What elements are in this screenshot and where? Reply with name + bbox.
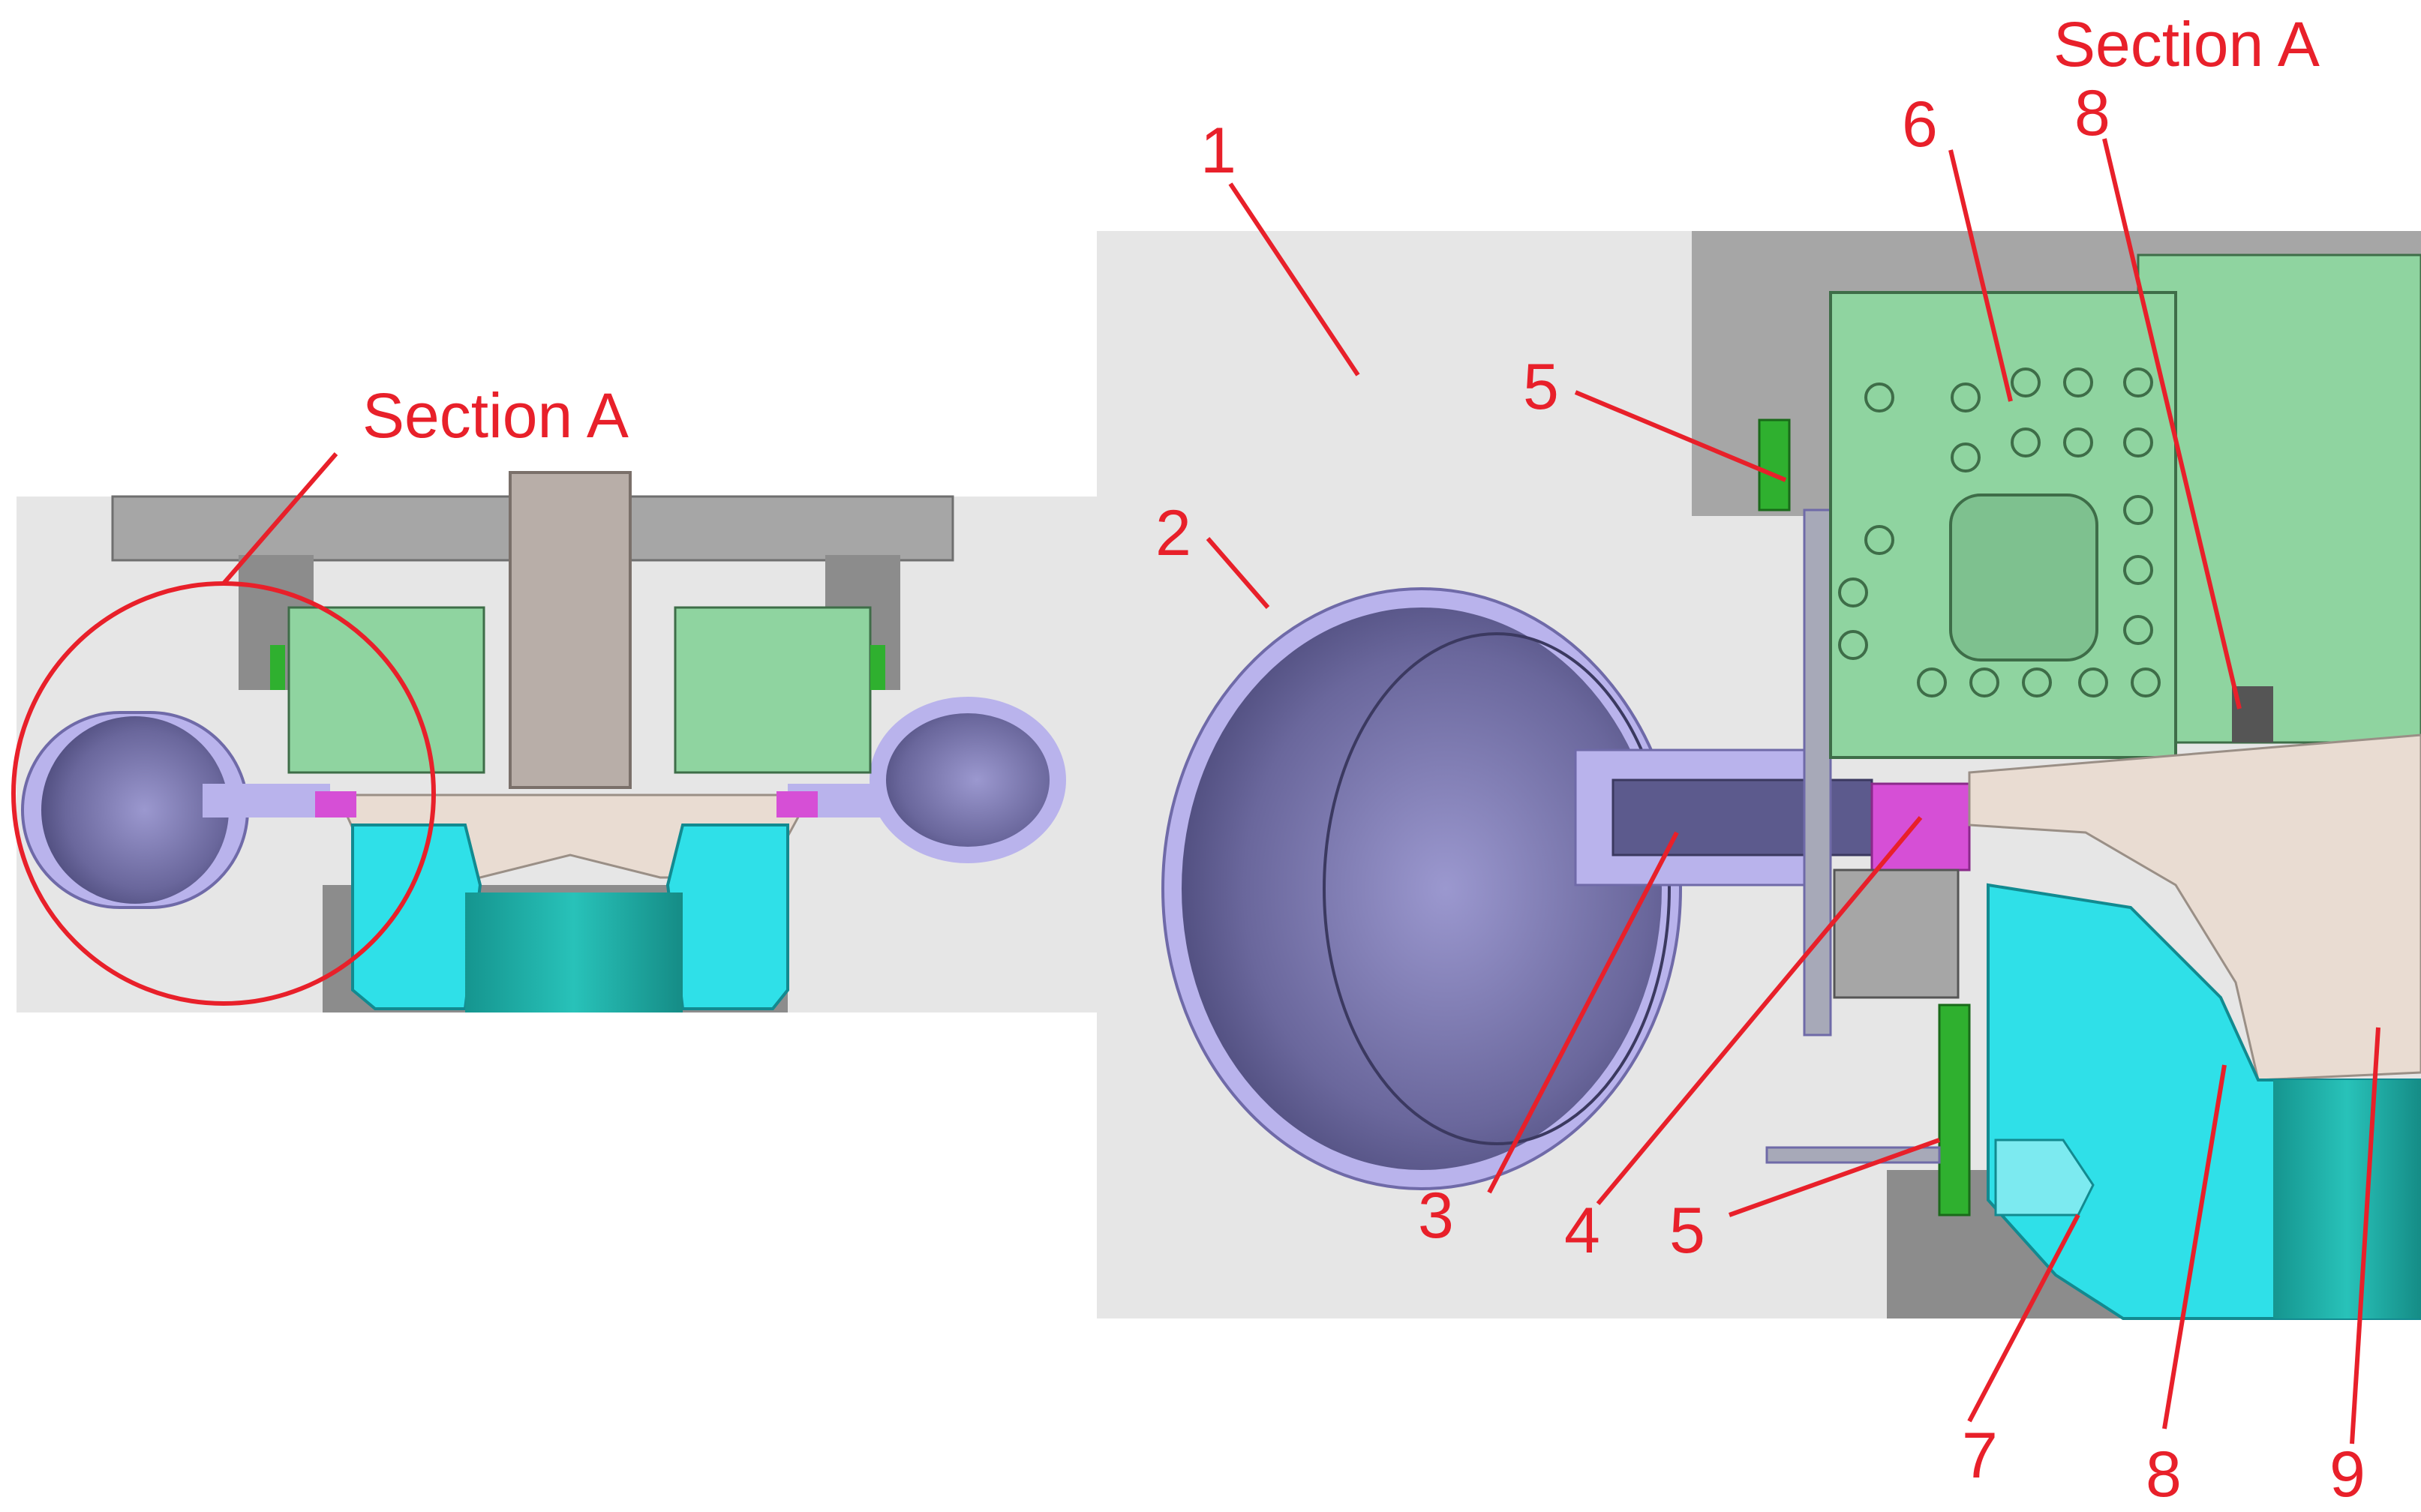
section-a-detail-label: Section A xyxy=(2053,9,2320,80)
detail-bolt-block xyxy=(1833,868,1960,999)
detail-tube xyxy=(1611,778,1873,856)
detail-support-bracket xyxy=(1803,508,1832,1036)
callout-3: 3 xyxy=(1418,1180,1454,1252)
overview-shaft xyxy=(509,471,632,789)
overview-green-block-left xyxy=(287,606,485,774)
overview-cyan-shroud-right xyxy=(665,824,789,1010)
callout-2: 2 xyxy=(1155,497,1191,569)
overview-green-block-right xyxy=(674,606,872,774)
callout-1: 1 xyxy=(1200,115,1236,187)
detail-volute-interior xyxy=(1182,608,1662,1170)
callout-leaders xyxy=(1206,138,2380,1444)
callout-5-lower: 5 xyxy=(1669,1195,1705,1267)
detail-bolt-holes xyxy=(1838,368,2161,698)
callout-9: 9 xyxy=(2329,1438,2365,1510)
section-a-overview-leader xyxy=(221,452,338,585)
detail-teal-inlet xyxy=(2273,1080,2421,1318)
callout-8-upper: 8 xyxy=(2074,77,2110,149)
overview-cyan-shroud-left xyxy=(351,824,482,1010)
detail-volute-inner-rim xyxy=(1323,632,1671,1145)
section-a-overview-label: Section A xyxy=(362,380,629,451)
callout-5-upper: 5 xyxy=(1523,351,1559,423)
detail-labyrinth-seal-upper xyxy=(2232,686,2273,742)
overview-right-volute xyxy=(870,697,1066,863)
callout-8-lower: 8 xyxy=(2146,1438,2182,1510)
overview-seal-right xyxy=(870,645,885,690)
overview-teal-inlet xyxy=(465,892,683,1012)
detail-impeller xyxy=(1968,734,2421,1082)
detail-green-window xyxy=(1949,494,2098,662)
detail-seal-lower xyxy=(1938,1004,1971,1216)
detail-flange xyxy=(1765,1146,1941,1164)
overview-magenta-ring-left xyxy=(315,791,356,818)
overview-arm-left xyxy=(203,784,330,818)
callout-6: 6 xyxy=(1902,88,1938,160)
callout-4: 4 xyxy=(1564,1195,1600,1267)
detail-seal-upper xyxy=(1758,418,1791,512)
overview-seal-left xyxy=(270,645,285,690)
detail-view: Section A 1 2 3 4 5 5 6 7 8 8 9 xyxy=(1097,9,2421,1510)
detail-right-housing xyxy=(2137,254,2421,744)
overview-view: Section A xyxy=(11,380,1097,1012)
detail-cyan-lip xyxy=(1994,1138,2095,1216)
overview-magenta-ring-right xyxy=(776,791,818,818)
overview-left-volute xyxy=(41,716,229,904)
callout-7: 7 xyxy=(1962,1420,1998,1492)
